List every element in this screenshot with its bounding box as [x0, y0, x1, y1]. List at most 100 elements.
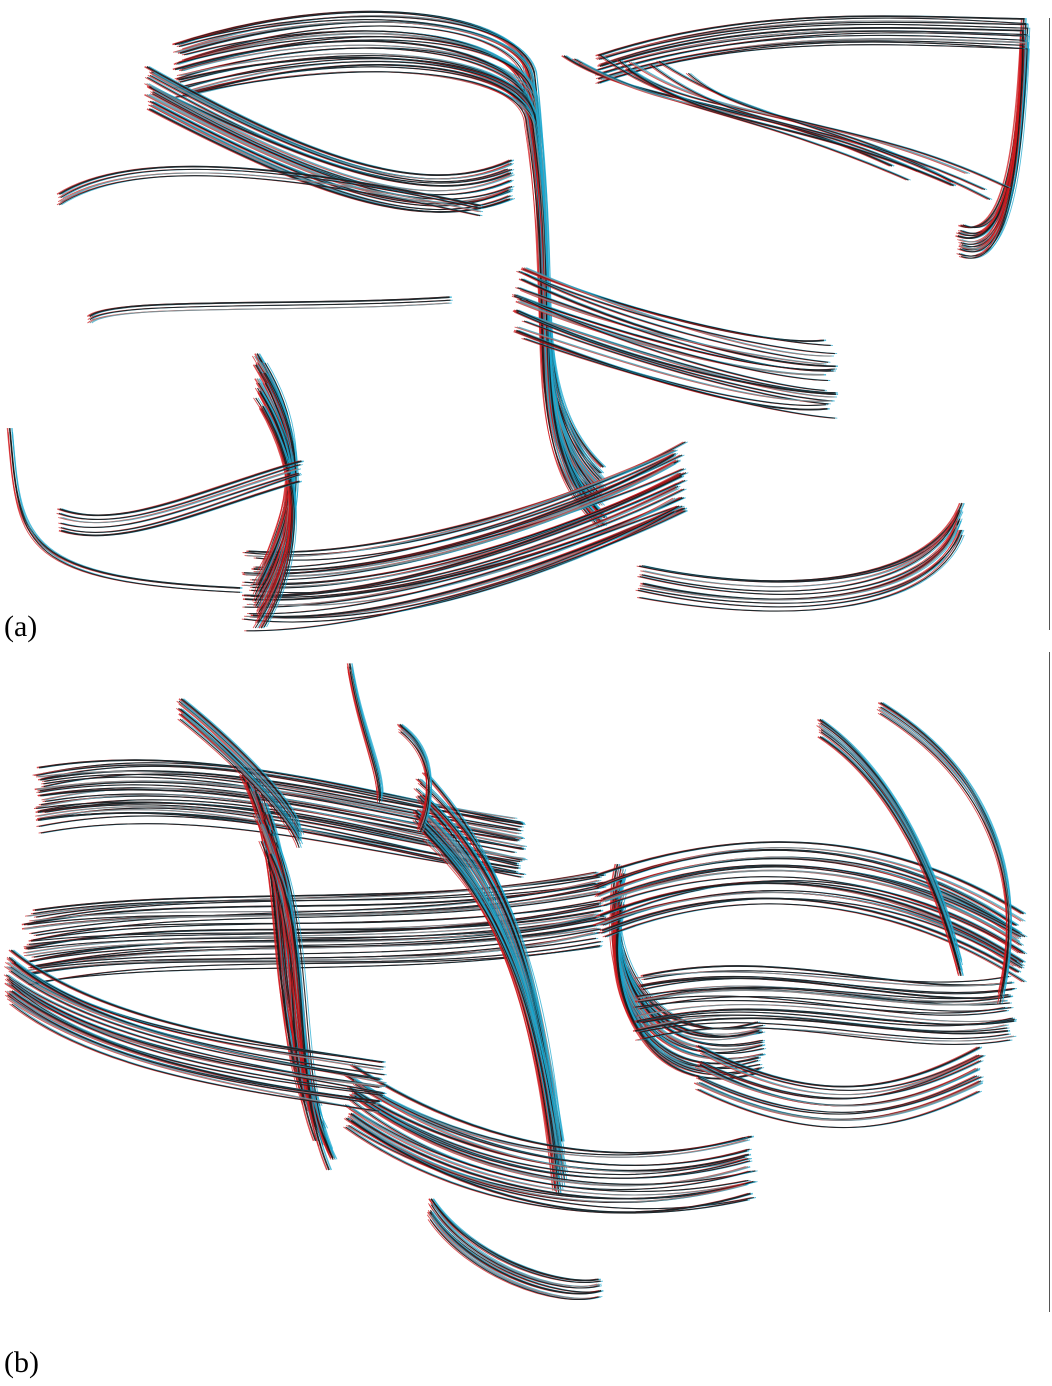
upper-right-thin-lines — [561, 54, 1011, 200]
top-left-spike — [176, 698, 305, 848]
fiber-line — [523, 337, 836, 419]
fiber-line — [819, 735, 962, 977]
fiber-line — [429, 1214, 601, 1299]
fiber-line — [11, 1003, 380, 1112]
fiber-line — [601, 897, 1023, 969]
fiber-line — [60, 168, 481, 209]
fiber-line — [630, 61, 968, 175]
fiber-line — [27, 872, 596, 917]
fiber-line — [638, 1004, 1010, 1023]
fiber-line — [637, 995, 1007, 1016]
fiber-line — [8, 956, 384, 1068]
fiber-line — [650, 64, 986, 191]
fiber-line — [517, 300, 824, 376]
fiber-line — [635, 1000, 1006, 1014]
fiber-line — [349, 671, 381, 803]
left-bottom-tract — [3, 949, 387, 1113]
fiber-line — [637, 985, 1008, 1002]
fiber-line — [595, 841, 1025, 915]
fiber-line — [597, 15, 1025, 229]
fiber-line — [262, 406, 295, 628]
fiber-line — [400, 731, 430, 833]
fiber-line — [641, 1011, 1014, 1027]
fiber-line — [597, 54, 918, 173]
fiber-line — [643, 1014, 1008, 1033]
fiber-line — [424, 832, 560, 1195]
streamline-plot-a — [6, 10, 1031, 632]
fiber-line — [247, 479, 686, 597]
fiber-line — [277, 842, 334, 1155]
fiber-line — [430, 1203, 600, 1287]
fiber-line — [60, 468, 299, 524]
fiber-line — [687, 72, 1009, 189]
fiber-line — [697, 1088, 980, 1129]
fiber-line — [349, 1115, 746, 1203]
fiber-line — [258, 407, 291, 629]
top-right-wall-bundle — [595, 15, 1031, 259]
fiber-line — [36, 871, 597, 918]
fiber-line — [598, 38, 1025, 250]
fiber-line — [246, 510, 686, 632]
fiber-line — [882, 706, 1012, 997]
fiber-line — [58, 175, 481, 217]
fiber-line — [24, 890, 599, 930]
fiber-line — [350, 1108, 753, 1196]
fiber-line — [642, 511, 962, 588]
fiber-line — [821, 718, 963, 961]
fiber-line — [597, 44, 1022, 259]
fiber-line — [641, 502, 963, 582]
bottom-right-loop — [635, 502, 965, 612]
fiber-line — [639, 534, 963, 612]
fiber-line — [58, 474, 298, 533]
fiber-line — [636, 1009, 1015, 1025]
fiber-line — [29, 872, 598, 917]
fiber-line — [426, 832, 562, 1195]
vertical-stem-bundle — [172, 10, 608, 528]
fiber-line — [419, 778, 561, 1141]
fiber-line — [183, 713, 304, 845]
fiber-line — [818, 729, 959, 971]
fiber-line — [880, 706, 1010, 997]
lower-left-fan — [252, 353, 299, 629]
fiber-line — [177, 718, 298, 848]
fiber-line — [648, 64, 983, 191]
fiber-line — [151, 72, 511, 180]
fiber-line — [89, 302, 450, 324]
fiber-line — [146, 65, 512, 176]
fiber-line — [398, 731, 428, 833]
mid-right-bundle — [511, 267, 839, 419]
fiber-line — [347, 671, 378, 803]
fiber-line — [265, 406, 297, 628]
top-spike-2 — [346, 663, 384, 803]
fiber-line — [628, 61, 966, 174]
fiber-line — [60, 172, 481, 213]
upper-left-arc — [56, 165, 484, 217]
fiber-line — [602, 869, 1019, 943]
fiber-line — [10, 949, 383, 1064]
fiber-line — [252, 505, 680, 619]
fiber-line — [516, 311, 833, 402]
fiber-line — [656, 60, 988, 200]
fiber-line — [260, 406, 293, 628]
fiber-line — [599, 44, 1024, 259]
fiber-line — [596, 849, 1017, 926]
right-upper-tract — [592, 841, 1028, 983]
fiber-line — [639, 1022, 1009, 1040]
fiber-line — [60, 480, 300, 537]
fiber-line — [179, 718, 300, 848]
fiber-line — [821, 736, 964, 976]
fiber-line — [698, 1049, 980, 1091]
fiber-line — [423, 823, 568, 1181]
fiber-line — [351, 1089, 751, 1179]
fiber-line — [10, 981, 385, 1095]
tractography-plot-b — [3, 663, 1028, 1301]
fiber-line — [269, 853, 330, 1171]
fiber-line — [877, 712, 1007, 1004]
fiber-line — [524, 273, 829, 363]
central-vertical-tract — [239, 770, 338, 1171]
mid-left-loop — [86, 296, 453, 324]
fiber-line — [13, 990, 383, 1103]
fiber-line — [879, 712, 1010, 1004]
fiber-line — [696, 1082, 981, 1122]
fiber-line — [182, 698, 302, 827]
